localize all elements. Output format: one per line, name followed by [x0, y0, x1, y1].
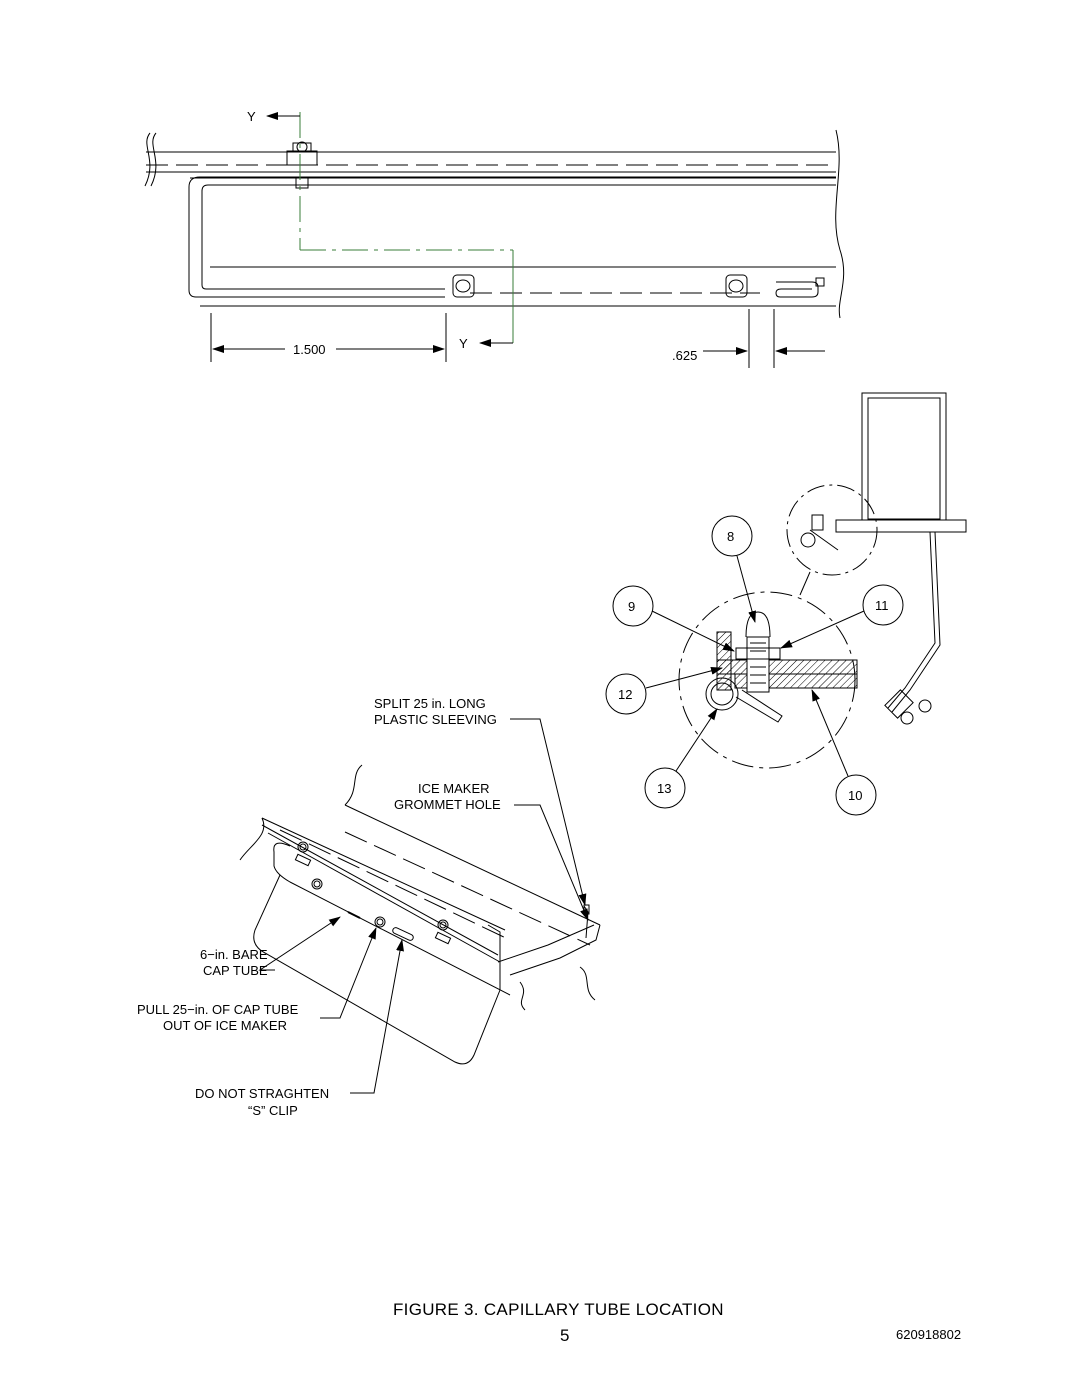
label-grommet-line1: ICE MAKER	[418, 781, 490, 796]
dimension-1500: 1.500	[293, 342, 326, 357]
document-number: 620918802	[896, 1327, 961, 1342]
callout-8: 8	[727, 529, 734, 544]
figure-caption: FIGURE 3. CAPILLARY TUBE LOCATION	[393, 1300, 724, 1319]
label-pull-tube-line2: OUT OF ICE MAKER	[163, 1018, 287, 1033]
section-arrows	[266, 112, 513, 347]
callout-11: 11	[875, 598, 889, 613]
section-line	[299, 112, 514, 343]
top-view	[144, 129, 845, 319]
label-bare-tube-line1: 6−in. BARE	[200, 947, 268, 962]
callout-10: 10	[848, 788, 862, 803]
label-grommet-line2: GROMMET HOLE	[394, 797, 501, 812]
dimension-625: .625	[672, 348, 697, 363]
label-pull-tube-line1: PULL 25−in. OF CAP TUBE	[137, 1002, 299, 1017]
callout-circles	[605, 515, 904, 816]
callout-leaders	[645, 555, 865, 777]
callout-13: 13	[657, 781, 671, 796]
detail-view	[678, 392, 967, 769]
section-marker-bottom: Y	[459, 336, 468, 351]
callout-9: 9	[628, 599, 635, 614]
callout-12: 12	[618, 687, 632, 702]
iso-leaders	[258, 718, 589, 1094]
page-number: 5	[560, 1326, 569, 1345]
isometric-view	[239, 764, 601, 1065]
section-marker-top: Y	[247, 109, 256, 124]
label-bare-tube-line2: CAP TUBE	[203, 963, 268, 978]
label-sleeving-line1: SPLIT 25 in. LONG	[374, 696, 486, 711]
dimension-lines	[210, 309, 825, 368]
label-s-clip-line1: DO NOT STRAGHTEN	[195, 1086, 329, 1101]
label-sleeving-line2: PLASTIC SLEEVING	[374, 712, 497, 727]
label-s-clip-line2: “S” CLIP	[248, 1103, 298, 1118]
